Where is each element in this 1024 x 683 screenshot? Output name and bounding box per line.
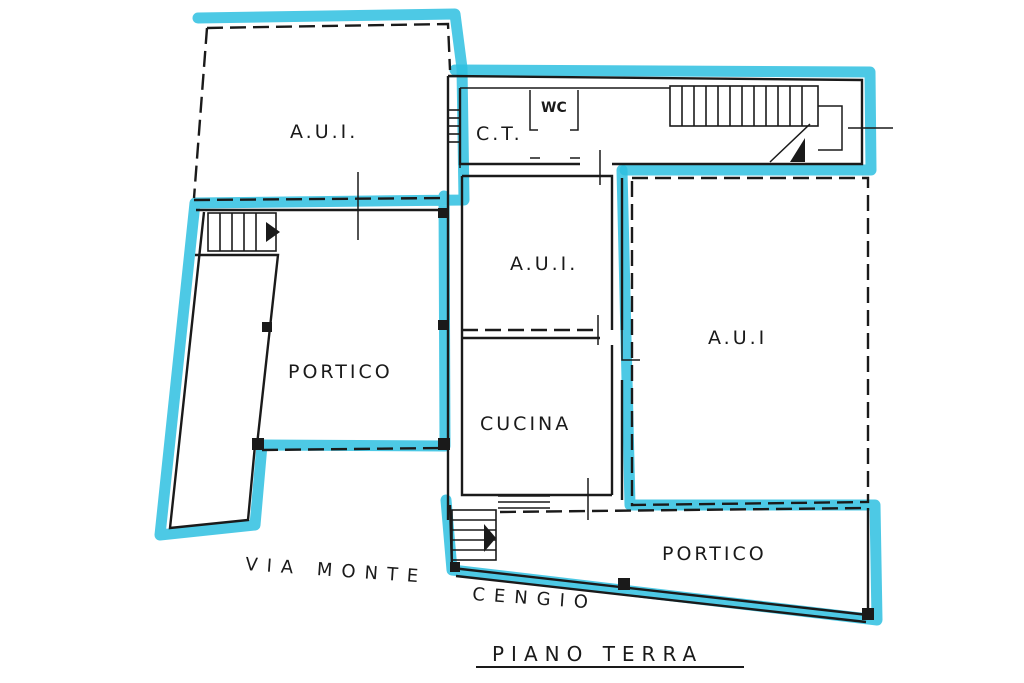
room-label-cucina: CUCINA [480, 413, 571, 435]
wall-right-aui [630, 176, 870, 507]
pillar [262, 322, 272, 332]
room-label-ct: C.T. [476, 123, 523, 145]
wall-cucina [462, 336, 614, 495]
pillars [252, 208, 874, 620]
plan-title-group: PIANO TERRA [476, 642, 744, 668]
pillar [618, 578, 630, 590]
pillar [862, 608, 874, 620]
pillar [450, 562, 460, 572]
pillar [438, 320, 448, 330]
wall-top-left-room [192, 22, 452, 199]
highlight-top-right [449, 64, 877, 176]
stairs [207, 85, 843, 561]
room-label-portico-left: PORTICO [288, 361, 393, 383]
wall-left-column [195, 253, 280, 446]
stair-left [207, 212, 280, 252]
street-name-part1: VIA MONTE [245, 554, 428, 588]
wc-partition [529, 90, 580, 159]
room-labels: A.U.I. C.T. WC A.U.I. A.U.I PORTICO CUCI… [288, 100, 767, 565]
wall-center-column [460, 174, 614, 497]
pillar [438, 208, 448, 218]
wall-top-left-bottom [193, 196, 449, 202]
wall-left-outer [168, 211, 257, 530]
wall-service-inner [459, 87, 670, 168]
highlight-outlines [154, 8, 883, 626]
room-label-wc: WC [541, 100, 567, 116]
stair-bottom [451, 495, 550, 561]
room-label-aui-top-left: A.U.I. [290, 121, 358, 143]
stair-top-right [669, 85, 843, 163]
room-label-aui-center: A.U.I. [510, 253, 578, 275]
highlight-left-block [154, 8, 470, 541]
walls [168, 22, 893, 624]
stair-ct [448, 109, 460, 143]
pillar [438, 438, 450, 450]
pillar [252, 438, 264, 450]
wall-portico-bottom-top [499, 506, 869, 514]
wall-portico-bottom [448, 504, 870, 624]
plan-title: PIANO TERRA [492, 642, 703, 666]
wall-portico-left-bottom [261, 446, 445, 452]
door-marks [357, 127, 893, 520]
room-label-aui-right: A.U.I [708, 327, 767, 349]
room-label-portico-bottom: PORTICO [662, 543, 767, 565]
